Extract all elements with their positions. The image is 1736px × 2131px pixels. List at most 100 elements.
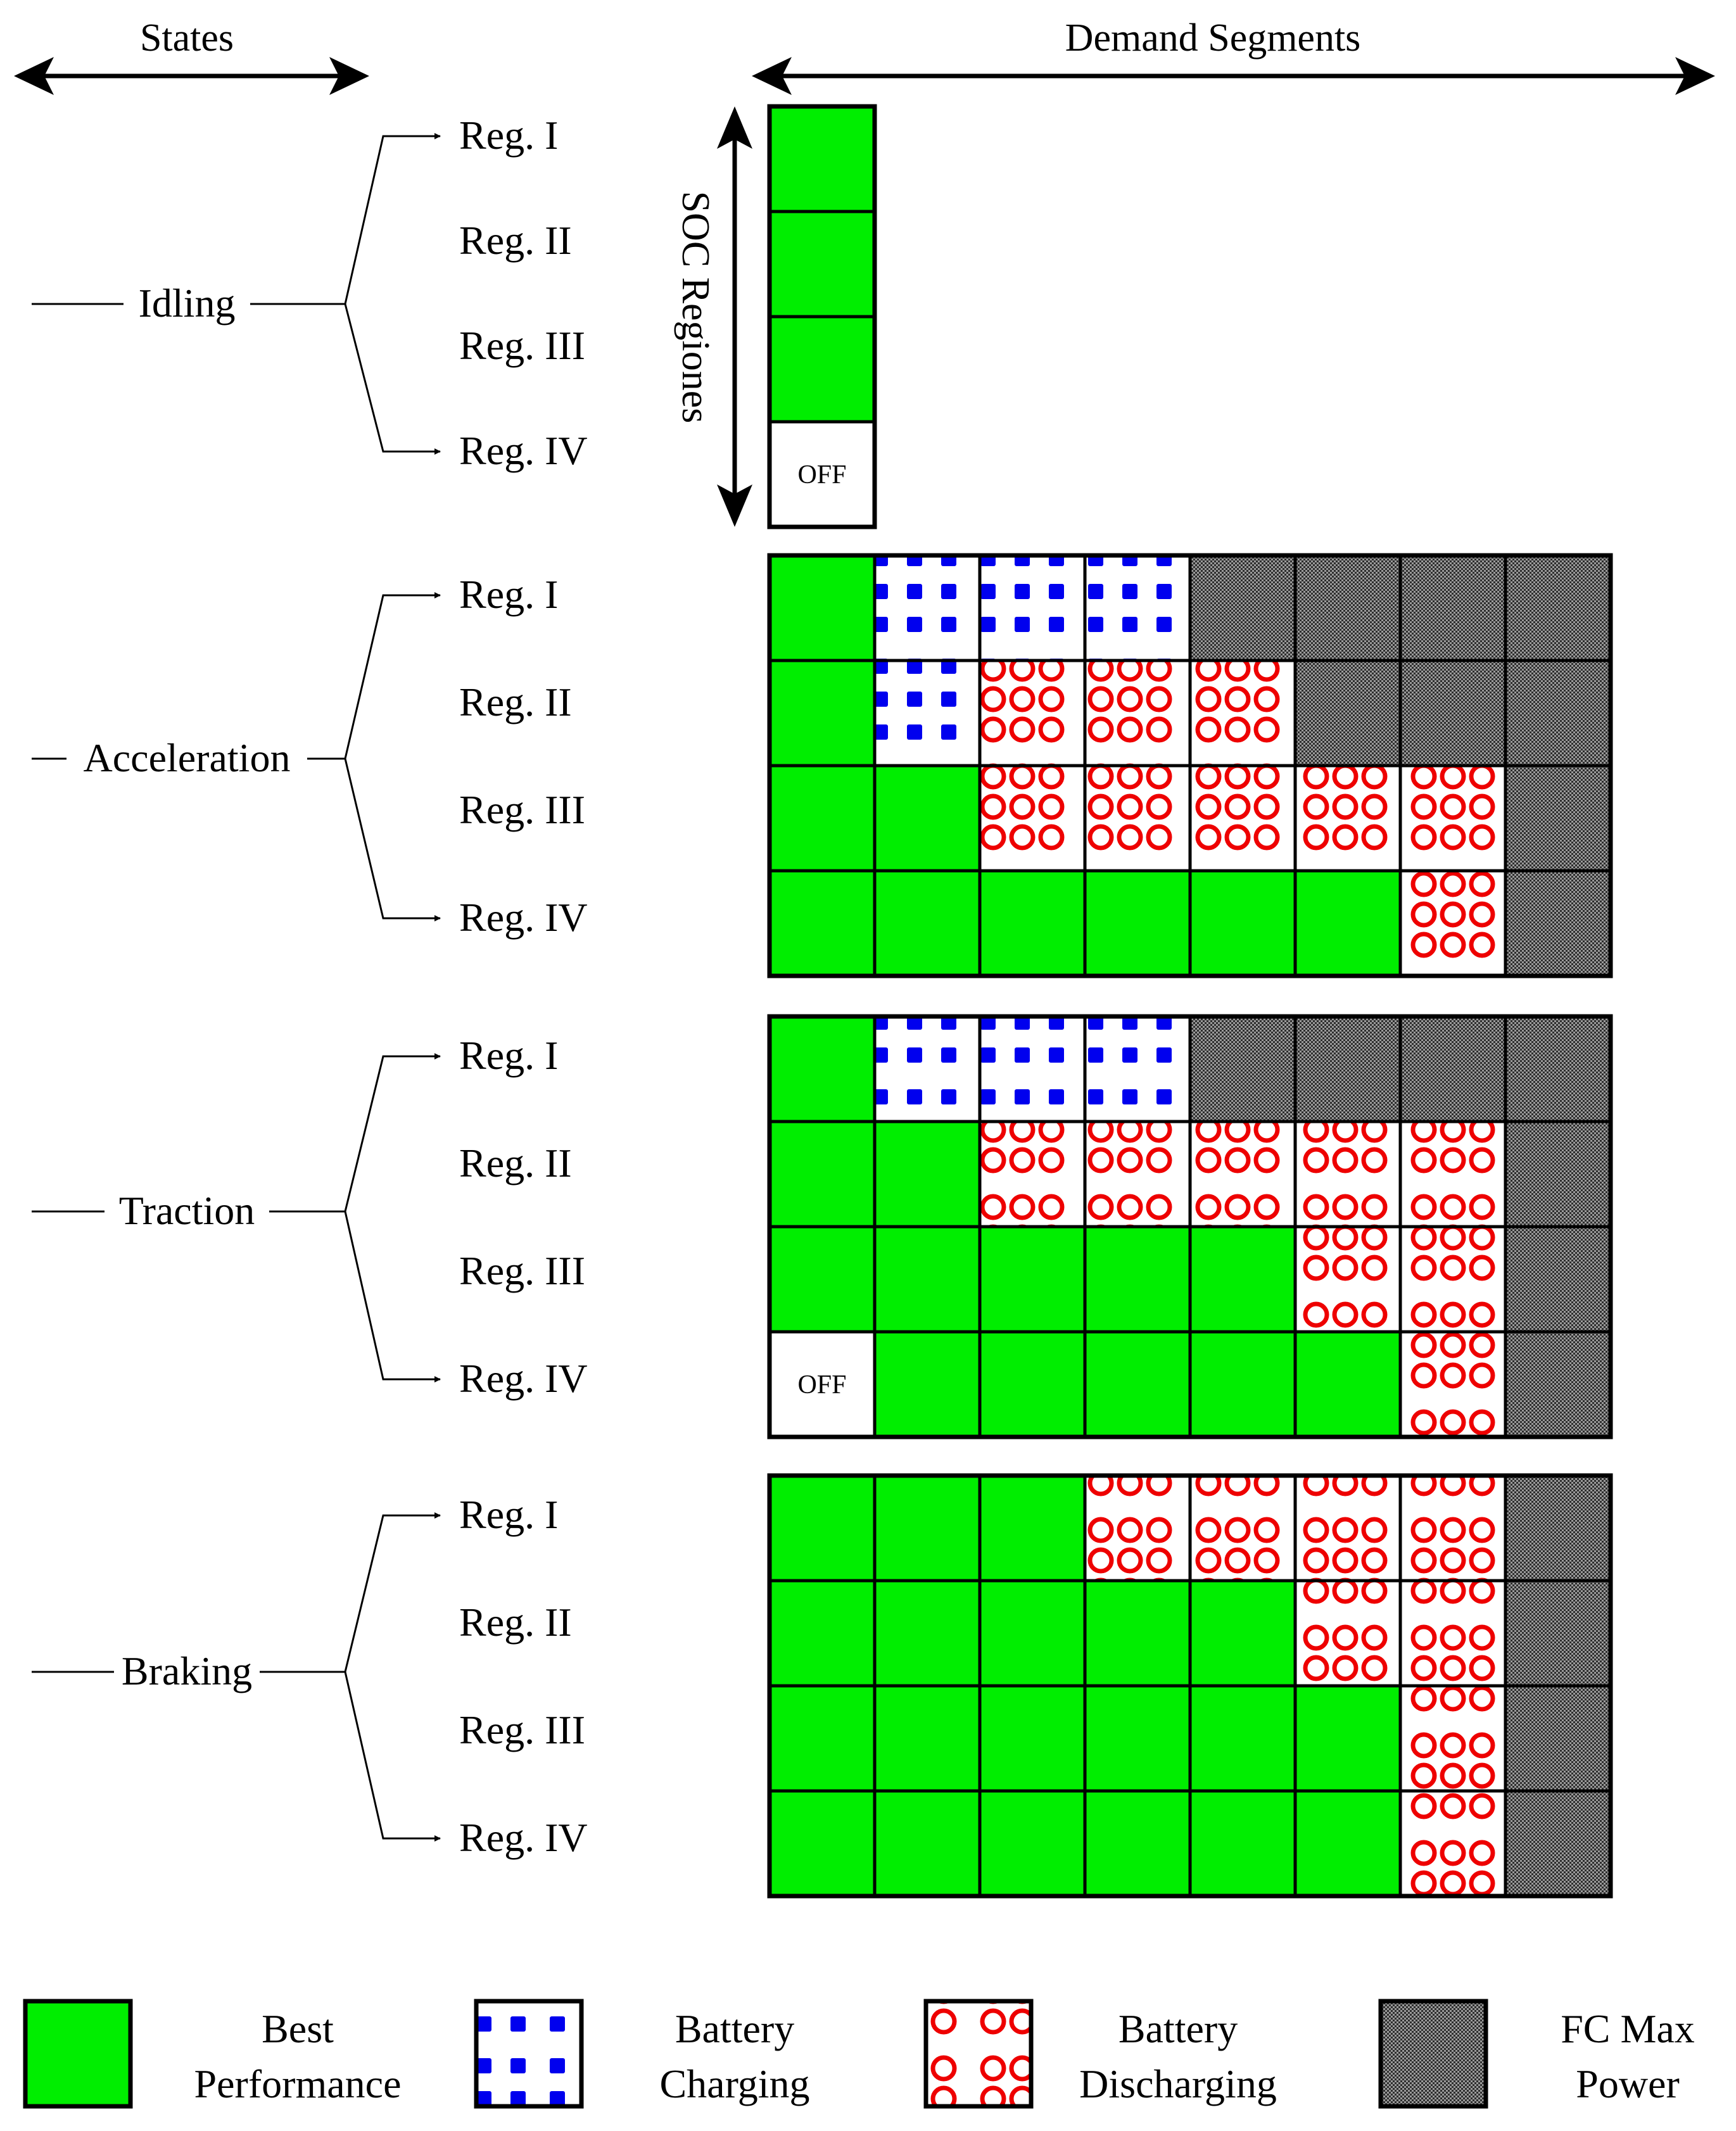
region-label: Reg. IV xyxy=(459,1356,588,1401)
demand-segments-header-label: Demand Segments xyxy=(1065,16,1361,60)
cell-fcmax xyxy=(1504,1579,1612,1688)
cell-best xyxy=(873,1120,982,1229)
state-label-bg xyxy=(105,1185,269,1230)
cell-discharge xyxy=(1398,869,1507,978)
cell-fcmax xyxy=(1504,1015,1612,1123)
legend: BestPerformanceBatteryChargingBatteryDis… xyxy=(23,1999,1695,2109)
cell-best xyxy=(1293,1684,1402,1793)
cell-best xyxy=(1293,1789,1402,1898)
cell-charge xyxy=(873,1015,982,1123)
cell-best xyxy=(978,1684,1087,1793)
cell-fcmax xyxy=(1188,1015,1297,1123)
cell-best xyxy=(873,1684,982,1793)
cell-fcmax xyxy=(1504,659,1612,768)
cell-best xyxy=(768,1579,877,1688)
region-branch-arrow xyxy=(344,592,441,759)
cell-fcmax xyxy=(1188,553,1297,662)
cell-discharge xyxy=(1293,1225,1402,1334)
cell-best xyxy=(978,1330,1087,1439)
region-label: Reg. II xyxy=(459,1600,572,1645)
cell-best xyxy=(1188,1579,1297,1688)
cell-fcmax xyxy=(1398,659,1507,768)
region-branch-arrow xyxy=(344,758,441,921)
region-label: Reg. III xyxy=(459,1707,585,1752)
cell-charge xyxy=(978,1015,1087,1123)
cell-best xyxy=(768,1789,877,1898)
region-branch-arrow xyxy=(344,1053,441,1212)
cell-best xyxy=(1188,1789,1297,1898)
cell-best xyxy=(768,210,877,319)
region-label: Reg. I xyxy=(459,1033,558,1078)
legend-swatch xyxy=(923,1999,1034,2109)
cell-best xyxy=(1083,1684,1192,1793)
cell-fcmax xyxy=(1398,553,1507,662)
state-label-bg xyxy=(124,277,250,323)
cell-best xyxy=(1188,1330,1297,1439)
region-branch-arrow xyxy=(344,1211,441,1382)
states-header: States xyxy=(14,16,369,95)
legend-label-line1: Battery xyxy=(675,2006,794,2051)
state-label: Traction xyxy=(119,1188,255,1233)
off-label: OFF xyxy=(797,460,846,490)
legend-swatch xyxy=(23,1999,133,2109)
grid-traction: OFF xyxy=(767,1014,1613,1439)
region-label: Reg. III xyxy=(459,787,585,832)
cell-discharge xyxy=(1398,1225,1507,1334)
region-label: Reg. II xyxy=(459,680,572,724)
cell-discharge xyxy=(978,659,1087,768)
region-label: Reg. IV xyxy=(459,1815,588,1860)
legend-label-line2: Performance xyxy=(194,2061,402,2106)
cell-discharge xyxy=(1188,659,1297,768)
states-header-label: States xyxy=(140,16,234,60)
cell-fcmax xyxy=(1504,869,1612,978)
soc-regions-label: SOC Regiones xyxy=(674,191,717,424)
grid-acceleration xyxy=(767,553,1613,978)
cell-charge xyxy=(873,659,982,768)
state-label: Idling xyxy=(139,281,236,326)
cell-discharge xyxy=(1188,1474,1297,1583)
legend-label-line2: Charging xyxy=(659,2061,809,2106)
cell-charge xyxy=(1083,1015,1192,1123)
cell-best xyxy=(873,764,982,873)
cell-discharge xyxy=(1083,1474,1192,1583)
cell-best xyxy=(1188,1684,1297,1793)
cell-discharge xyxy=(1398,1579,1507,1688)
region-branch-arrow xyxy=(344,133,441,305)
cell-best xyxy=(1083,1330,1192,1439)
cell-best xyxy=(768,764,877,873)
cell-discharge xyxy=(978,764,1087,873)
cell-best xyxy=(873,1789,982,1898)
cell-best xyxy=(978,1789,1087,1898)
cell-best xyxy=(1293,1330,1402,1439)
cell-discharge xyxy=(1188,764,1297,873)
state-label-bg xyxy=(67,732,307,778)
cell-discharge xyxy=(1398,1684,1507,1793)
cell-discharge xyxy=(1398,1474,1507,1583)
cell-fcmax xyxy=(1293,659,1402,768)
cell-fcmax xyxy=(1504,1789,1612,1898)
cell-best xyxy=(768,1015,877,1123)
grid-border xyxy=(767,553,1613,978)
cell-best xyxy=(873,869,982,978)
cell-discharge xyxy=(1293,764,1402,873)
cell-best xyxy=(768,1474,877,1583)
cell-fcmax xyxy=(1504,1474,1612,1583)
region-label: Reg. IV xyxy=(459,895,588,940)
cell-fcmax xyxy=(1504,1684,1612,1793)
legend-swatch xyxy=(1378,1999,1488,2109)
cell-discharge xyxy=(1293,1474,1402,1583)
legend-label-line1: Battery xyxy=(1118,2006,1238,2051)
cell-best xyxy=(1293,869,1402,978)
cell-best xyxy=(1188,1225,1297,1334)
cell-charge xyxy=(978,553,1087,662)
cell-best xyxy=(768,659,877,768)
region-branch-arrow xyxy=(344,303,441,455)
soc-regions-axis: SOC Regiones xyxy=(674,106,752,527)
state-label-bg xyxy=(114,1645,260,1691)
